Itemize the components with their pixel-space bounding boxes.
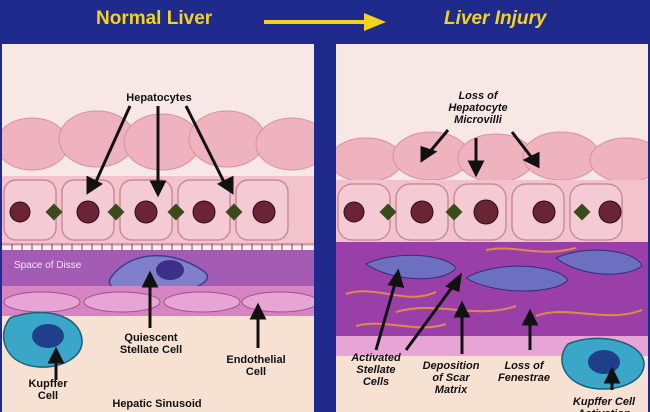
normal-liver-illustration <box>2 44 314 412</box>
panel-divider <box>314 44 336 412</box>
liver-injury-illustration <box>336 44 648 412</box>
liver-injury-panel: Loss of Hepatocyte Microvilli Activated … <box>336 44 648 412</box>
hepatic-sinusoid-label: Hepatic Sinusoid <box>112 398 202 410</box>
loss-of-fenestrae-label: Loss of Fenestrae <box>498 360 550 384</box>
space-of-disse-label: Space of Disse <box>14 260 82 271</box>
kupffer-cell-activation-label: Kupffer Cell Activation <box>572 396 636 412</box>
kupffer-cell-label: Kupffer Cell <box>28 378 68 402</box>
normal-liver-panel: Hepatocytes Space of Disse Quiescent Ste… <box>2 44 314 412</box>
loss-of-hepatocyte-microvilli-label: Loss of Hepatocyte Microvilli <box>448 90 508 126</box>
deposition-of-scar-matrix-label: Deposition of Scar Matrix <box>422 360 480 396</box>
activated-stellate-cells-label: Activated Stellate Cells <box>351 352 401 388</box>
quiescent-stellate-cell-label: Quiescent Stellate Cell <box>119 332 183 356</box>
endothelial-cell-label: Endothelial Cell <box>226 354 286 378</box>
header-bar: Normal Liver Liver Injury <box>0 0 650 42</box>
transition-arrow-icon <box>264 13 386 31</box>
normal-liver-title: Normal Liver <box>96 8 213 29</box>
liver-injury-title: Liver Injury <box>444 8 547 29</box>
hepatocytes-label: Hepatocytes <box>126 92 192 104</box>
